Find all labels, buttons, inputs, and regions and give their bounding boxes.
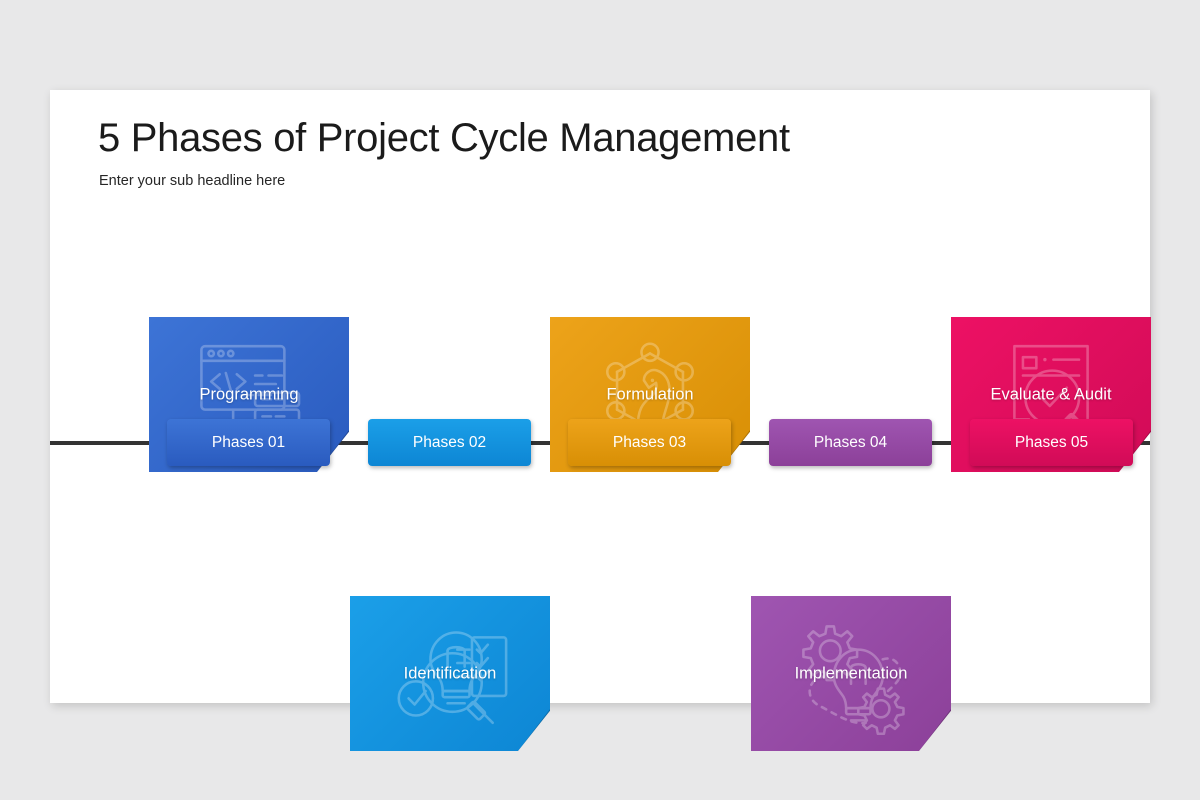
slide-canvas: 5 Phases of Project Cycle Management Ent… (50, 90, 1151, 751)
card-label: Programming (199, 385, 299, 403)
phase-pill-03[interactable]: Phases 03 (568, 419, 731, 466)
card-label: Formulation (606, 385, 694, 403)
lightbulb-checklist-magnifier-icon (389, 613, 511, 735)
phase-pill-label: Phases 01 (211, 433, 286, 451)
phase-pill-label: Phases 04 (813, 433, 888, 451)
phase-pill-label: Phases 05 (1014, 433, 1089, 451)
phase-card-implementation[interactable]: Implementation (751, 596, 951, 751)
card-background (350, 596, 550, 751)
phase-card-identification[interactable]: Identification (350, 596, 550, 751)
card-background (751, 596, 951, 751)
phase-pill-05[interactable]: Phases 05 (970, 419, 1133, 466)
card-label: Identification (403, 664, 497, 682)
gears-lightbulb-icon (790, 613, 912, 735)
phase-pill-04[interactable]: Phases 04 (769, 419, 932, 466)
phase-pill-02[interactable]: Phases 02 (368, 419, 531, 466)
phase-pill-01[interactable]: Phases 01 (167, 419, 330, 466)
page-subtitle: Enter your sub headline here (99, 173, 286, 189)
card-label: Evaluate & Audit (990, 385, 1112, 403)
page-title: 5 Phases of Project Cycle Management (98, 116, 790, 160)
phase-pill-label: Phases 03 (612, 433, 687, 451)
phase-pill-label: Phases 02 (412, 433, 487, 451)
card-label: Implementation (794, 664, 908, 682)
